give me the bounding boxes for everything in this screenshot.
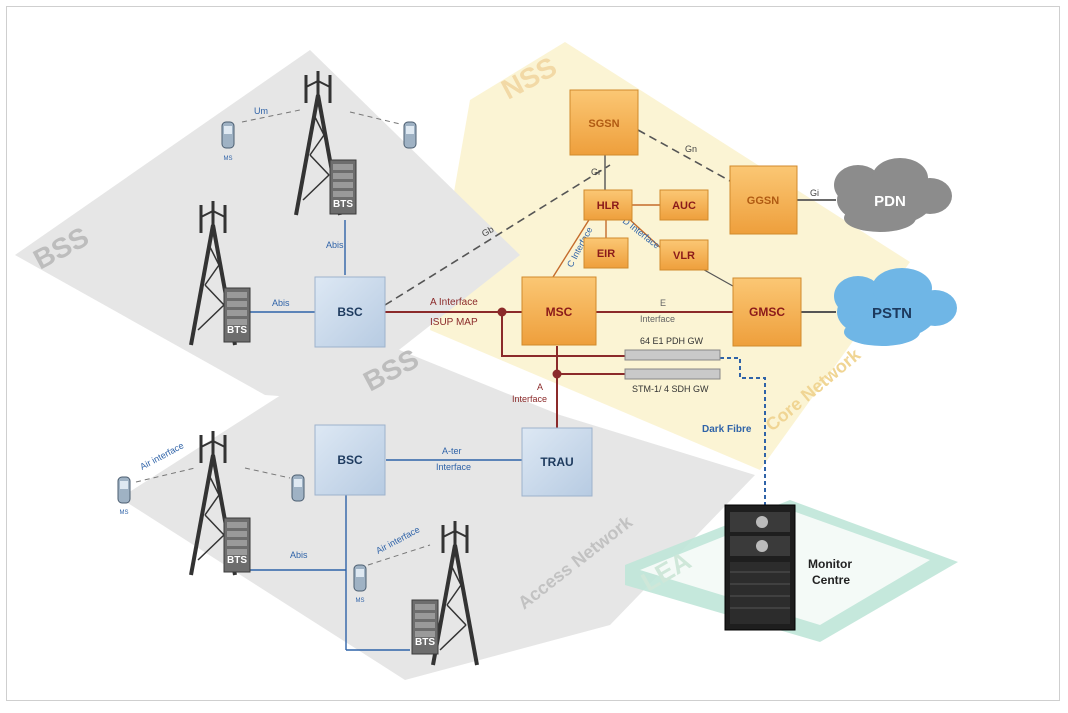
- abis-top-label: Abis: [326, 240, 344, 250]
- trau-node: [521, 427, 593, 497]
- ggsn-label: GGSN: [747, 195, 779, 207]
- tap-point-b: [552, 369, 562, 379]
- e-interface-label-2: Interface: [640, 314, 675, 324]
- hlr-vlr-link: [627, 217, 664, 251]
- bsc-bottom-label: BSC: [337, 453, 363, 467]
- ms-phone-2: [403, 121, 417, 149]
- pdn-label: PDN: [874, 193, 906, 210]
- bsc-bottom-node: [314, 424, 386, 496]
- pstn-cloud: [834, 268, 957, 346]
- a-interface-label: A Interface: [430, 297, 478, 308]
- bts-bottom-left-label: BTS: [227, 555, 247, 566]
- bss-top-region: [15, 50, 520, 400]
- pdh-gateway: [624, 349, 721, 361]
- pstn-label: PSTN: [872, 305, 912, 322]
- a-interface-v-label-2: Interface: [512, 394, 547, 404]
- eir-node: [583, 237, 629, 269]
- sdh-gateway: [624, 368, 721, 380]
- air-dash-3: [367, 544, 431, 566]
- bsc-top-node: [314, 276, 386, 348]
- ater-label-2: Interface: [436, 462, 471, 472]
- vlr-node: [659, 239, 709, 271]
- gr-label: Gr: [591, 167, 601, 177]
- bts-top-label: BTS: [333, 199, 353, 210]
- abis-bottom-label: Abis: [290, 550, 308, 560]
- pdn-cloud: [834, 158, 952, 232]
- ms-label-3: MS: [120, 510, 129, 516]
- dark-fibre-label: Dark Fibre: [702, 424, 752, 435]
- gmsc-label: GMSC: [749, 305, 785, 319]
- um-label: Um: [254, 106, 268, 116]
- pdh-tap-link: [501, 312, 625, 357]
- isup-map-label: ISUP MAP: [430, 317, 478, 328]
- gi-label: Gi: [810, 188, 819, 198]
- abis-left-label: Abis: [272, 298, 290, 308]
- hlr-label: HLR: [597, 200, 620, 212]
- auc-label: AUC: [672, 200, 696, 212]
- diagram-frame: [6, 6, 1060, 701]
- air-dash-1: [135, 467, 196, 483]
- bss-bottom-region: [120, 338, 755, 680]
- msc-node: [521, 276, 597, 346]
- ater-label-1: A-ter: [442, 446, 462, 456]
- e-interface-label-1: E: [660, 298, 666, 308]
- eir-label: EIR: [597, 248, 615, 260]
- monitor-centre-server: [724, 504, 796, 631]
- monitor-centre-label-2: Centre: [812, 573, 850, 587]
- gb-link: [384, 164, 611, 306]
- a-interface-v-label-1: A: [537, 382, 543, 392]
- vlr-label: VLR: [673, 250, 695, 262]
- bts-left-label: BTS: [227, 325, 247, 336]
- sdh-gateway-label: STM-1/ 4 SDH GW: [632, 384, 709, 394]
- dark-fibre-link: [720, 357, 766, 505]
- gmsc-node: [732, 277, 802, 347]
- ggsn-node: [729, 165, 798, 235]
- tap-point-a: [497, 307, 507, 317]
- pdh-gateway-label: 64 E1 PDH GW: [640, 336, 704, 346]
- msc-label: MSC: [546, 305, 573, 319]
- air-dash-2: [244, 467, 291, 479]
- hlr-node: [583, 189, 633, 221]
- um-dash-1: [241, 109, 301, 123]
- sgsn-node: [569, 89, 639, 156]
- auc-node: [659, 189, 709, 221]
- ms-label-5: MS: [356, 598, 365, 604]
- ms-phone-5: [353, 564, 367, 592]
- trau-label: TRAU: [540, 455, 573, 469]
- sgsn-label: SGSN: [588, 118, 619, 130]
- ms-phone-4: [291, 474, 305, 502]
- bts-bottom-right-label: BTS: [415, 637, 435, 648]
- hlr-msc-link: [552, 214, 593, 278]
- gn-label: Gn: [685, 144, 697, 154]
- ms-phone-1: [221, 121, 235, 149]
- monitor-centre-label-1: Monitor: [808, 557, 852, 571]
- bsc-top-label: BSC: [337, 305, 363, 319]
- ms-phone-3: [117, 476, 131, 504]
- ms-label-1: MS: [224, 156, 233, 162]
